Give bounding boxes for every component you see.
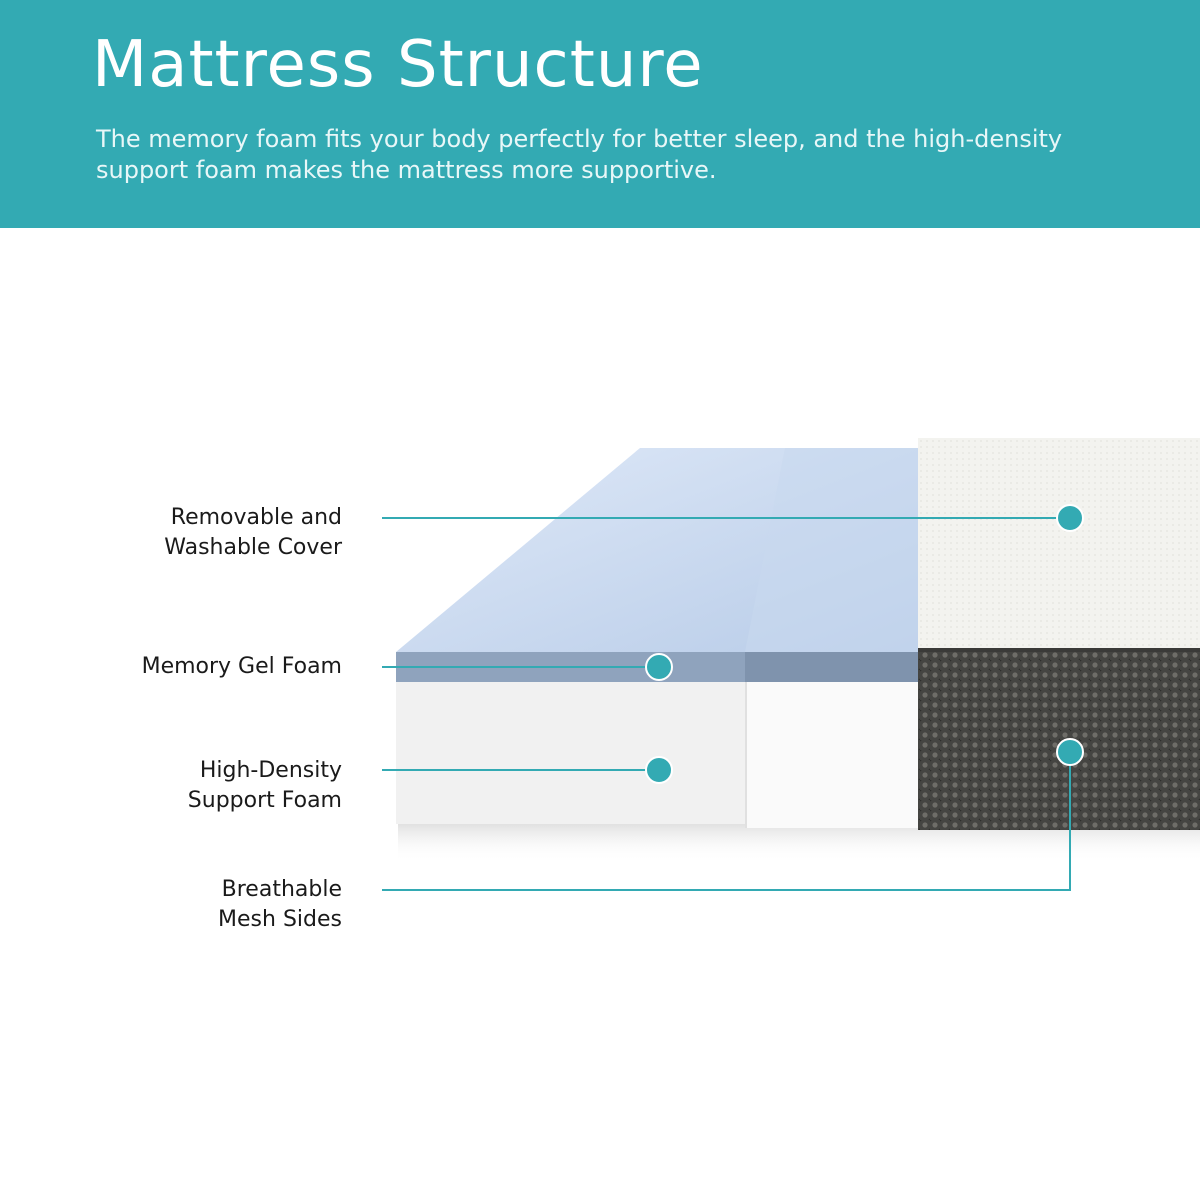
label-mesh-sides: Breathable Mesh Sides (22, 875, 342, 935)
label-cover-line2: Washable Cover (164, 535, 342, 560)
label-mesh-sides-line1: Breathable (221, 877, 342, 902)
label-gel-foam: Memory Gel Foam (22, 652, 342, 682)
leader-line-mesh (382, 752, 1071, 891)
label-gel-foam-line1: Memory Gel Foam (141, 654, 342, 679)
label-mesh-sides-line2: Mesh Sides (218, 907, 342, 932)
page-subtitle: The memory foam fits your body perfectly… (96, 125, 1063, 184)
mesh-piping (918, 648, 1200, 652)
label-support-foam-line1: High-Density (199, 758, 342, 783)
mesh-panel (918, 650, 1200, 830)
marker-support (645, 756, 673, 784)
page-title: Mattress Structure (92, 28, 704, 102)
gel-top-highlight (745, 448, 918, 652)
label-cover: Removable and Washable Cover (22, 503, 342, 563)
mattress-diagram: Removable and Washable Cover Memory Gel … (0, 228, 1200, 1200)
markers (645, 504, 1084, 784)
label-cover-line1: Removable and (170, 505, 342, 530)
support-foam-side (746, 682, 918, 828)
mattress-illustration (382, 438, 1200, 891)
gel-foam-band-side (745, 652, 918, 682)
label-support-foam: High-Density Support Foam (22, 756, 342, 816)
leader-lines (382, 517, 1071, 891)
label-support-foam-line2: Support Foam (187, 788, 342, 813)
marker-gel (645, 653, 673, 681)
header-banner: Mattress Structure The memory foam fits … (0, 0, 1200, 228)
cover-panel (918, 438, 1200, 652)
support-foam-front (396, 682, 746, 824)
marker-mesh (1056, 738, 1084, 766)
marker-cover (1056, 504, 1084, 532)
